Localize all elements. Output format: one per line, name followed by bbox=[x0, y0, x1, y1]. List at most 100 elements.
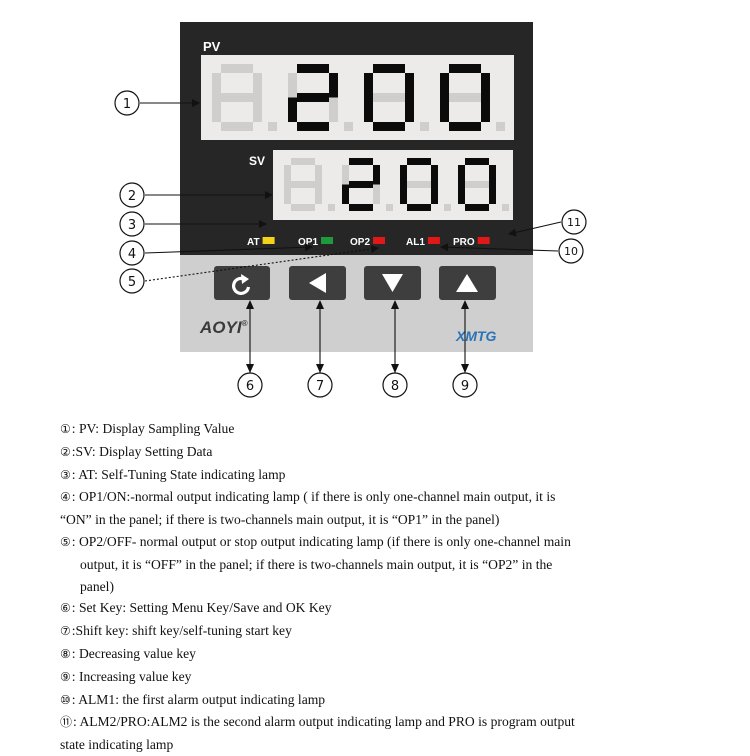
digit-segment bbox=[481, 73, 490, 98]
digit-segment bbox=[405, 97, 414, 122]
digit-segment bbox=[297, 122, 329, 131]
legend-item-5: ⑤: OP2/OFF- normal output or stop output… bbox=[60, 533, 571, 549]
callout-5: 5 bbox=[119, 268, 145, 294]
callout-1: 1 bbox=[114, 90, 140, 116]
decimal-point bbox=[502, 204, 509, 211]
digit-segment bbox=[288, 73, 297, 98]
decimal-point bbox=[386, 204, 393, 211]
decrease-key[interactable] bbox=[364, 266, 421, 300]
svg-text:7: 7 bbox=[316, 379, 324, 394]
indicator-label: OP1 bbox=[298, 237, 318, 248]
digit-segment bbox=[407, 158, 431, 165]
digit-segment bbox=[329, 73, 338, 98]
decimal-point bbox=[496, 122, 505, 131]
sv-digit bbox=[342, 158, 393, 211]
digit-segment bbox=[400, 184, 407, 204]
legend-item-7: ⑦:Shift key: shift key/self-tuning start… bbox=[60, 623, 292, 639]
up-arrow-icon bbox=[456, 274, 478, 292]
digit-segment bbox=[253, 97, 262, 122]
pv-digit bbox=[364, 64, 429, 131]
legend-item-9: ⑨: Increasing value key bbox=[60, 668, 192, 684]
digit-segment bbox=[342, 184, 349, 204]
callout-2: 2 bbox=[119, 182, 145, 208]
digit-segment bbox=[291, 204, 315, 211]
pv-digit bbox=[212, 64, 277, 131]
pv-digit-group bbox=[212, 64, 505, 131]
digit-segment bbox=[458, 165, 465, 185]
indicator-label: AT bbox=[247, 237, 260, 248]
digit-segment bbox=[329, 97, 338, 122]
digit-segment bbox=[373, 184, 380, 204]
digit-segment bbox=[221, 93, 253, 102]
digit-segment bbox=[449, 93, 481, 102]
svg-text:5: 5 bbox=[128, 275, 136, 290]
digit-segment bbox=[342, 165, 349, 185]
digit-segment bbox=[465, 158, 489, 165]
digit-segment bbox=[284, 165, 291, 185]
digit-segment bbox=[212, 97, 221, 122]
svg-text:9: 9 bbox=[461, 379, 469, 394]
digit-segment bbox=[400, 165, 407, 185]
digit-segment bbox=[315, 184, 322, 204]
callout-6: 6 bbox=[237, 372, 263, 398]
digit-segment bbox=[315, 165, 322, 185]
sv-label: SV bbox=[249, 154, 265, 168]
digit-segment bbox=[407, 204, 431, 211]
digit-segment bbox=[440, 97, 449, 122]
legend-item-11-cont: state indicating lamp bbox=[60, 737, 174, 753]
decimal-point bbox=[444, 204, 451, 211]
digit-segment bbox=[221, 64, 253, 73]
digit-segment bbox=[465, 181, 489, 188]
sv-digit bbox=[458, 158, 509, 211]
leader-arrowheads bbox=[246, 300, 469, 373]
indicator-lamp bbox=[262, 237, 275, 244]
set-key[interactable] bbox=[214, 266, 270, 300]
legend: ①: PV: Display Sampling Value ②:SV: Disp… bbox=[60, 418, 690, 756]
digit-segment bbox=[481, 97, 490, 122]
digit-segment bbox=[373, 122, 405, 131]
legend-item-4-cont: “ON” in the panel; if there is two-chann… bbox=[60, 512, 500, 528]
svg-text:6: 6 bbox=[246, 379, 254, 394]
digit-segment bbox=[349, 181, 373, 188]
digit-segment bbox=[288, 97, 297, 122]
shift-key[interactable] bbox=[289, 266, 346, 300]
increase-key[interactable] bbox=[439, 266, 496, 300]
digit-segment bbox=[458, 184, 465, 204]
legend-item-1: ①: PV: Display Sampling Value bbox=[60, 421, 235, 436]
sv-digit bbox=[284, 158, 335, 211]
decimal-point bbox=[328, 204, 335, 211]
refresh-icon bbox=[232, 274, 251, 295]
callout-3: 3 bbox=[119, 211, 145, 237]
svg-text:1: 1 bbox=[123, 97, 131, 112]
left-arrow-icon bbox=[309, 273, 326, 293]
digit-segment bbox=[431, 165, 438, 185]
digit-segment bbox=[349, 204, 373, 211]
legend-item-3: ③: AT: Self-Tuning State indicating lamp bbox=[60, 466, 286, 482]
decimal-point bbox=[268, 122, 277, 131]
digit-segment bbox=[407, 181, 431, 188]
indicator-lamp bbox=[477, 237, 490, 244]
svg-text:4: 4 bbox=[128, 247, 136, 262]
indicator-lamp bbox=[321, 237, 334, 244]
legend-item-6: ⑥: Set Key: Setting Menu Key/Save and OK… bbox=[60, 600, 332, 616]
callout-11: 11 bbox=[561, 209, 587, 235]
pv-digit bbox=[288, 64, 353, 131]
digit-segment bbox=[449, 64, 481, 73]
decimal-point bbox=[420, 122, 429, 131]
brand-logo: AOYI® bbox=[199, 318, 248, 337]
indicator-label: OP2 bbox=[350, 237, 370, 248]
digit-segment bbox=[364, 97, 373, 122]
leader-lines bbox=[140, 99, 562, 373]
digit-segment bbox=[489, 165, 496, 185]
digit-segment bbox=[297, 64, 329, 73]
svg-text:11: 11 bbox=[567, 216, 581, 229]
digit-segment bbox=[349, 158, 373, 165]
digit-segment bbox=[440, 73, 449, 98]
sv-digit-group bbox=[284, 158, 509, 211]
digit-segment bbox=[489, 184, 496, 204]
sv-digit bbox=[400, 158, 451, 211]
digit-segment bbox=[431, 184, 438, 204]
digit-segment bbox=[212, 73, 221, 98]
